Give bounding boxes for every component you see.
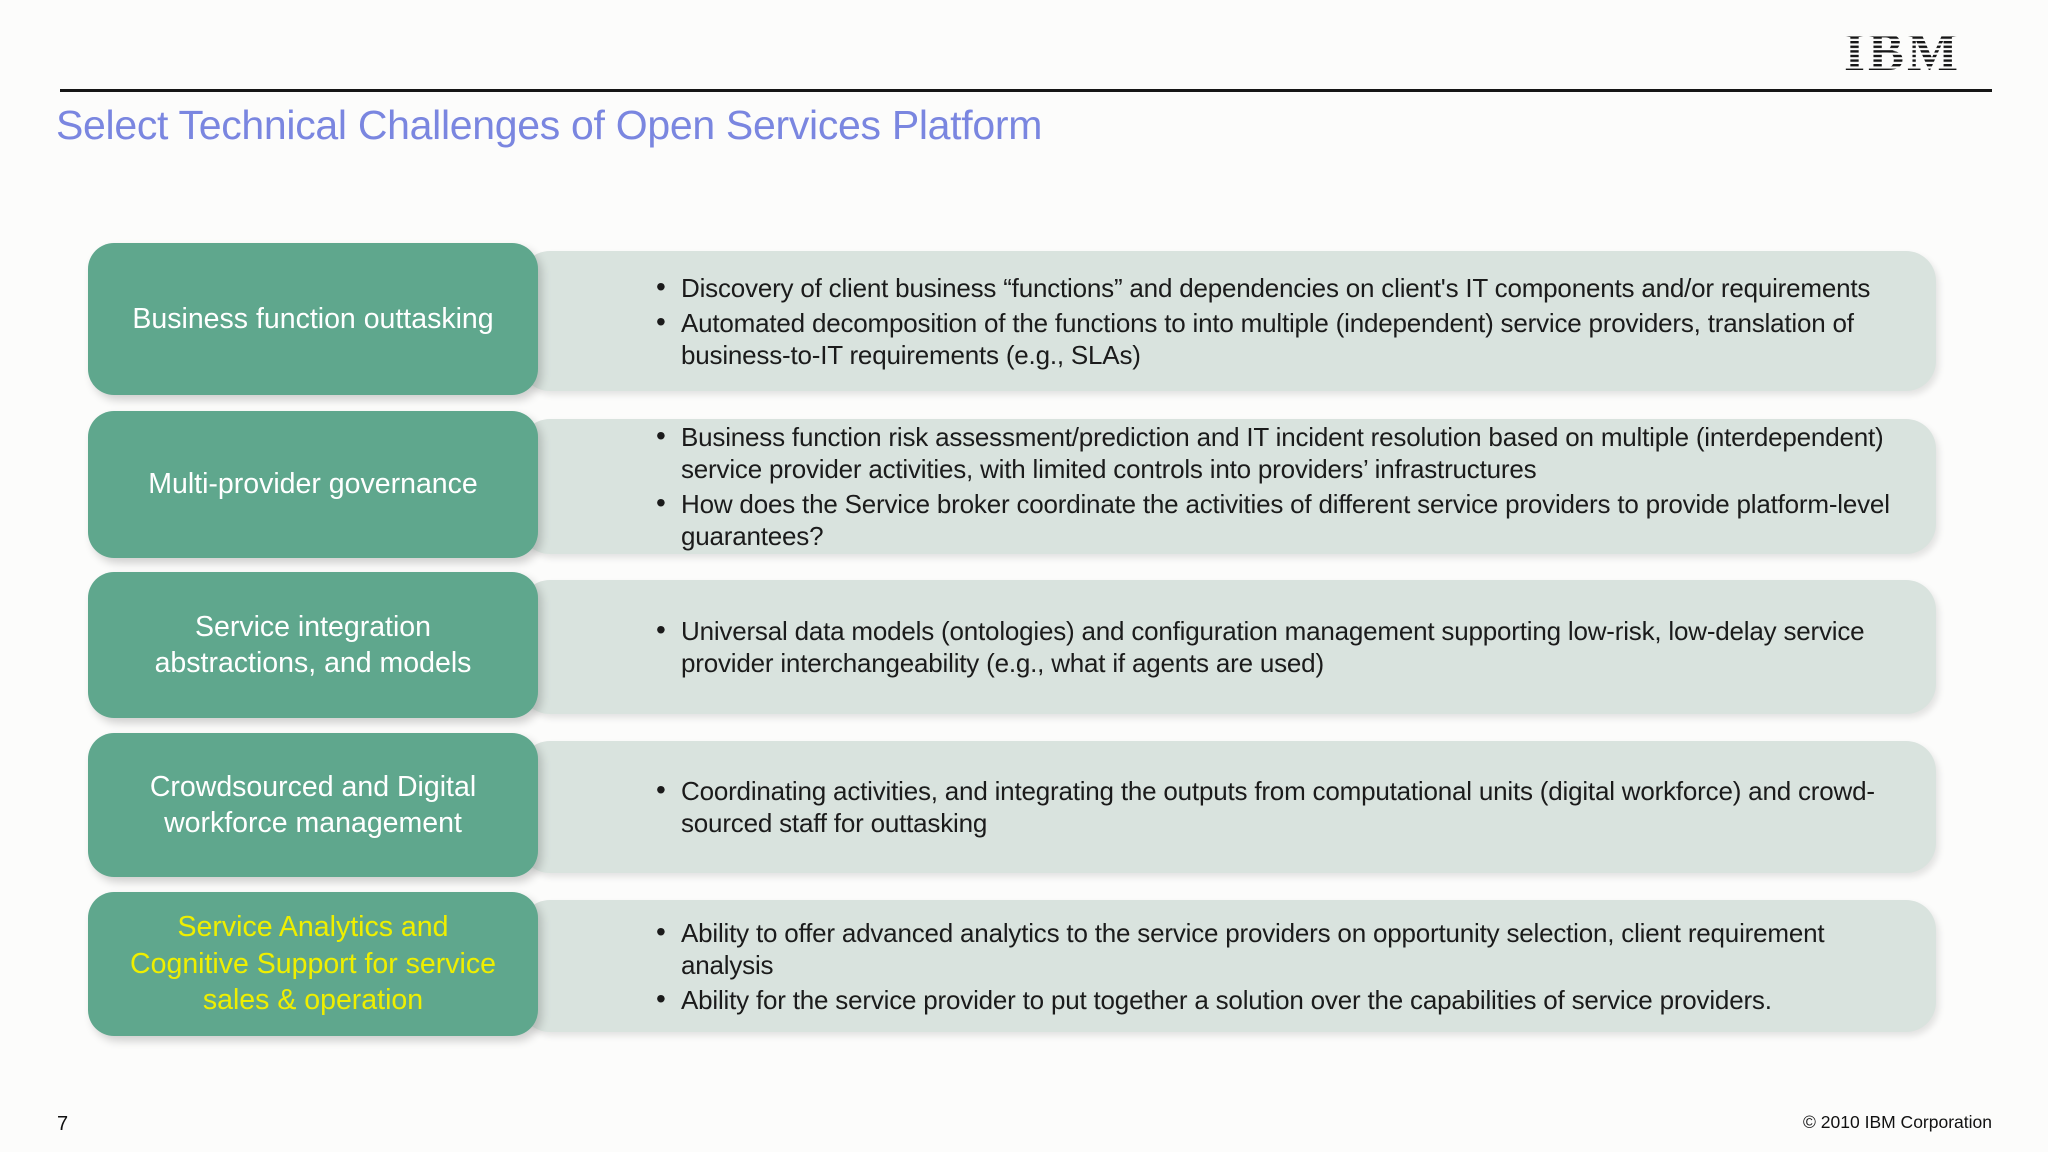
challenge-label: Service integration abstractions, and mo…	[88, 572, 538, 718]
page-title: Select Technical Challenges of Open Serv…	[56, 102, 1043, 148]
bullet-item: Discovery of client business “functions”…	[654, 271, 1892, 304]
challenge-content: Ability to offer advanced analytics to t…	[520, 900, 1936, 1032]
challenge-label: Crowdsourced and Digital workforce manag…	[88, 733, 538, 877]
challenge-row-service-integration-abstractions: Universal data models (ontologies) and c…	[88, 572, 1936, 718]
header-rule	[60, 89, 1992, 92]
page-number: 7	[57, 1113, 69, 1135]
challenge-row-service-analytics-cognitive: Ability to offer advanced analytics to t…	[88, 892, 1936, 1036]
challenge-label: Business function outtasking	[88, 243, 538, 395]
bullet-item: Coordinating activities, and integrating…	[654, 774, 1892, 839]
bullet-list: Business function risk assessment/predic…	[654, 418, 1892, 555]
challenge-content: Discovery of client business “functions”…	[520, 251, 1936, 391]
bullet-item: Business function risk assessment/predic…	[654, 420, 1892, 485]
bullet-item: Ability to offer advanced analytics to t…	[654, 916, 1892, 981]
challenge-label-highlighted: Service Analytics and Cognitive Support …	[88, 892, 538, 1036]
challenge-label: Multi-provider governance	[88, 411, 538, 558]
bullet-list: Ability to offer advanced analytics to t…	[654, 914, 1892, 1019]
bullet-item: Universal data models (ontologies) and c…	[654, 614, 1892, 679]
bullet-item: Automated decomposition of the functions…	[654, 306, 1892, 371]
challenge-row-business-function-outtasking: Discovery of client business “functions”…	[88, 243, 1936, 395]
ibm-logo-text: IBM	[1844, 22, 1961, 82]
ibm-logo-icon: IBM	[1844, 22, 1961, 82]
challenge-content: Business function risk assessment/predic…	[520, 419, 1936, 554]
bullet-item: Ability for the service provider to put …	[654, 983, 1892, 1016]
copyright-notice: © 2010 IBM Corporation	[1803, 1112, 1992, 1132]
challenge-content: Coordinating activities, and integrating…	[520, 741, 1936, 873]
bullet-list: Discovery of client business “functions”…	[654, 269, 1892, 374]
challenge-row-multi-provider-governance: Business function risk assessment/predic…	[88, 411, 1936, 558]
challenge-row-crowdsourced-digital-workforce: Coordinating activities, and integrating…	[88, 733, 1936, 877]
bullet-item: How does the Service broker coordinate t…	[654, 487, 1892, 552]
bullet-list: Coordinating activities, and integrating…	[654, 772, 1892, 842]
challenge-content: Universal data models (ontologies) and c…	[520, 580, 1936, 714]
bullet-list: Universal data models (ontologies) and c…	[654, 612, 1892, 682]
